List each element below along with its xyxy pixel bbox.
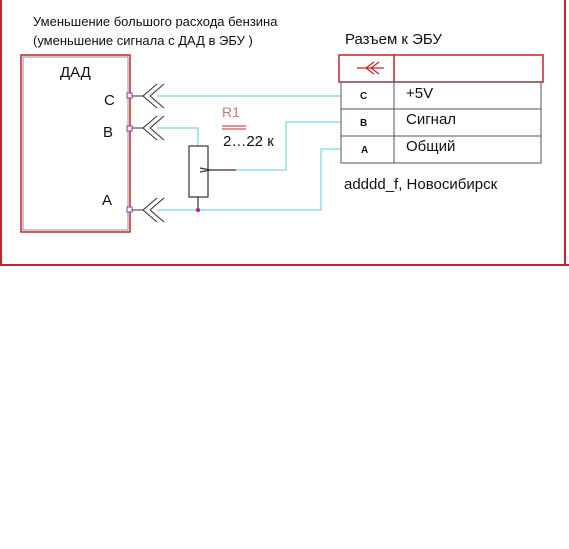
outer-frame — [0, 0, 569, 266]
resistor-value: 2…22 к — [223, 133, 274, 150]
sensor-pin-b: B — [103, 124, 113, 141]
title-line-2: (уменьшение сигнала с ДАД в ЭБУ ) — [33, 33, 253, 48]
terminal-b — [126, 125, 133, 132]
connector-pin-b: B — [360, 118, 367, 129]
sensor-box — [20, 54, 131, 233]
terminal-c — [126, 92, 133, 99]
connector-signal-signal: Сигнал — [406, 111, 456, 128]
title-line-1: Уменьшение большого расхода бензина — [33, 14, 278, 29]
junction-node — [195, 207, 201, 213]
sensor-label: ДАД — [60, 64, 91, 81]
sensor-pin-c: C — [104, 92, 115, 109]
connector-pin-a: A — [361, 145, 368, 156]
terminal-a — [126, 206, 133, 213]
resistor-r1 — [188, 145, 236, 210]
sensor-pin-a: A — [102, 192, 112, 209]
connector-title: Разъем к ЭБУ — [345, 31, 442, 48]
connector-pin-c: C — [360, 91, 367, 102]
connector-signal-5v: +5V — [406, 85, 433, 102]
connector-signal-common: Общий — [406, 138, 455, 155]
resistor-underline — [222, 125, 246, 130]
author-credit: adddd_f, Новосибирск — [344, 176, 498, 193]
wires — [157, 95, 341, 211]
resistor-name: R1 — [222, 104, 240, 120]
plug-contacts — [132, 83, 165, 223]
connector-table — [338, 54, 544, 164]
connector-header-icon — [357, 61, 384, 75]
